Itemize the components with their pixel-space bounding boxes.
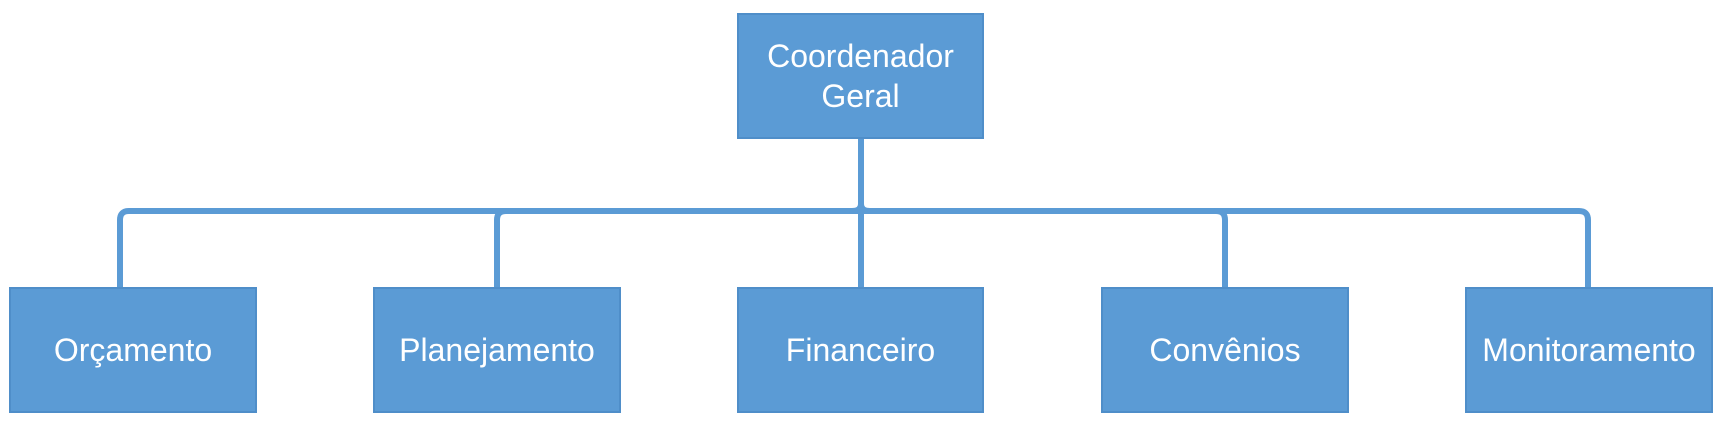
node-monitoramento: Monitoramento <box>1465 287 1713 413</box>
node-financeiro: Financeiro <box>737 287 984 413</box>
connector-to-convenios <box>1213 208 1228 290</box>
node-label: Convênios <box>1149 332 1301 368</box>
node-label-line-1: Coordenador <box>767 38 954 74</box>
connector-to-planejamento <box>494 208 509 290</box>
node-coordenador-geral: Coordenador Geral <box>737 13 984 139</box>
connector-horizontal-bar <box>117 208 1591 290</box>
node-convenios: Convênios <box>1101 287 1349 413</box>
node-label: Planejamento <box>399 332 595 368</box>
node-planejamento: Planejamento <box>373 287 621 413</box>
connector-to-financeiro <box>858 201 873 290</box>
node-label-line-2: Geral <box>821 78 900 114</box>
node-orcamento: Orçamento <box>9 287 257 413</box>
node-label: Financeiro <box>785 332 936 368</box>
node-label: Orçamento <box>53 332 213 368</box>
node-label: Monitoramento <box>1482 332 1696 368</box>
